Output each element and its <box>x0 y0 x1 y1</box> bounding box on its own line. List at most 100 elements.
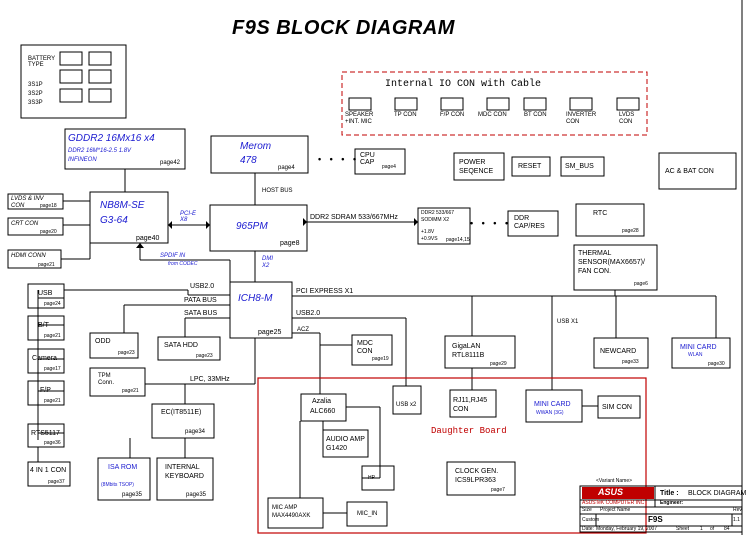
hp-label: HP <box>368 475 375 481</box>
four-in-one-label: 4 IN 1 CON <box>30 467 67 474</box>
battery-label: BATTERY TYPE <box>28 56 56 68</box>
ddr2-bus-label: DDR2 SDRAM 533/667MHz <box>310 214 398 221</box>
of-label: of <box>710 526 715 532</box>
tpm-label: TPM Conn. <box>98 373 115 387</box>
azalia-model: ALC660 <box>310 408 336 415</box>
host-bus-label: HOST BUS <box>262 188 293 194</box>
reset: RESET <box>518 163 542 170</box>
power-sequence: POWER SEQENCE <box>459 159 494 176</box>
rts5117-page: page36 <box>44 440 61 446</box>
newcard-page: page33 <box>622 359 639 365</box>
io-inverter: INVERTER CON <box>566 112 597 126</box>
sim-con-label: SIM CON <box>602 404 632 411</box>
dmi-label: DMI X2 <box>262 256 273 270</box>
odd-label: ODD <box>95 338 111 345</box>
io-speaker: SPEAKER +INT. MIC <box>345 112 374 126</box>
hdmi-page: page21 <box>38 262 55 268</box>
mdc-con-page: page19 <box>372 356 389 362</box>
camera-page: page17 <box>44 366 61 372</box>
internal-io-frame <box>341 71 648 136</box>
rev-value: 1.1 <box>733 517 740 523</box>
isa-rom-sub: (8Mbits TSOP) <box>101 482 134 488</box>
newcard-label: NEWCARD <box>600 348 637 355</box>
gddr2-page: page42 <box>160 160 181 166</box>
bt-label: B/T <box>38 322 49 329</box>
io-lvds: LVDS CON <box>619 112 635 126</box>
gigalan-label: GigaLAN RTL8111B <box>452 343 485 360</box>
usb-port-page: page24 <box>44 301 61 307</box>
asus-logo-text: ASUS <box>598 487 624 497</box>
cpu-cap-label: CPU CAP <box>360 152 375 166</box>
ddr-cap: DDR CAP/RES <box>514 215 545 231</box>
project-label: Project Name <box>600 507 631 513</box>
isa-rom-label: ISA ROM <box>108 464 138 471</box>
sata-hdd-label: SATA HDD <box>164 342 198 349</box>
pata-bus-label: PATA BUS <box>184 297 217 304</box>
nb8m-page: page40 <box>136 235 160 242</box>
sata-bus-label: SATA BUS <box>184 310 218 317</box>
ich8-page: page25 <box>258 329 282 336</box>
sodimm-v1: +1.8V <box>421 229 435 235</box>
spdif-label: SPDIF IN <box>160 253 186 259</box>
svg-text:• • • •: • • • • <box>318 154 359 164</box>
title-label: Title : <box>660 490 679 497</box>
project-value: F9S <box>648 515 663 524</box>
thermal-label: THERMAL SENSOR(MAX6657)/ FAN CON. <box>578 250 645 275</box>
ich8-name: ICH8-M <box>238 293 273 304</box>
merom-page: page4 <box>278 165 295 171</box>
fp-page: page21 <box>44 398 61 404</box>
tpm-page: page21 <box>122 388 139 394</box>
sata-hdd-page: page23 <box>196 353 213 359</box>
date-value: Monday, February 19, 2007 <box>596 526 658 532</box>
clock-gen-label: CLOCK GEN. ICS9LPR363 <box>455 468 499 485</box>
rj-label: RJ11,RJ45 CON <box>453 397 488 414</box>
title-value: BLOCK DIAGRAM <box>688 490 747 497</box>
nb8m-name: NB8M-SE <box>100 200 145 211</box>
isa-rom-page: page35 <box>122 492 143 498</box>
bt-page: page21 <box>44 333 61 339</box>
fp-label: F/P <box>40 387 51 394</box>
crt-page: page20 <box>40 229 57 235</box>
battery-box <box>20 44 127 119</box>
usb20-top: USB2.0 <box>190 283 215 290</box>
diagram-title: F9S BLOCK DIAGRAM <box>232 17 455 39</box>
merom-model: 478 <box>240 155 257 166</box>
io-bt: BT CON <box>524 112 547 118</box>
int-kbd-label: INTERNAL KEYBOARD <box>165 464 204 481</box>
mic-amp-label: MIC AMP MAX4490AXK <box>272 505 311 520</box>
sodimm-label: DDR2 533/667 SODIMM X2 <box>421 210 455 223</box>
sodimm-v2: +0.9VS <box>421 236 438 242</box>
cpu-cap-page: page4 <box>382 164 396 170</box>
gigalan-page: page29 <box>490 361 507 367</box>
sodimm-page: page14,15 <box>446 237 470 243</box>
internal-io-title: Internal IO CON with Cable <box>385 79 542 90</box>
int-kbd-page: page35 <box>186 492 207 498</box>
minicard-wwan-sub: WWAN (3G) <box>536 410 564 416</box>
clock-gen-page: page7 <box>491 487 505 493</box>
hdmi-label: HDMI CONN <box>11 253 46 259</box>
camera-label: Camera <box>32 355 57 362</box>
lpc-label: LPC, 33MHz <box>190 376 230 383</box>
pm965-page: page8 <box>280 240 300 247</box>
rev-label: Rev <box>733 507 742 513</box>
daughter-board-label: Daughter Board <box>431 426 507 436</box>
minicard-wlan-page: page30 <box>708 361 725 367</box>
minicard-wlan-sub: WLAN <box>688 352 703 358</box>
usb-x1-label: USB X1 <box>557 319 579 325</box>
io-mdc: MDC CON <box>478 112 507 118</box>
pm965-box <box>209 204 308 252</box>
gddr2-label: GDDR2 16Mx16 x4 <box>68 133 155 144</box>
ich8-box <box>229 281 293 339</box>
variant-label: <Variant Name> <box>596 478 633 484</box>
rtc-label: RTC <box>593 210 608 217</box>
ec-page: page34 <box>185 429 206 435</box>
azalia-name: Azalia <box>312 398 332 405</box>
lvds-inv-label: LVDS & INV CON <box>11 196 44 210</box>
pm965-name: 965PM <box>236 221 268 232</box>
minicard-wlan-label: MINI CARD <box>680 344 717 351</box>
date-label: Date: <box>582 526 594 532</box>
ac-bat-con: AC & BAT CON <box>665 168 714 175</box>
nb8m-box <box>89 191 169 244</box>
sheet-label: Sheet <box>676 526 690 532</box>
